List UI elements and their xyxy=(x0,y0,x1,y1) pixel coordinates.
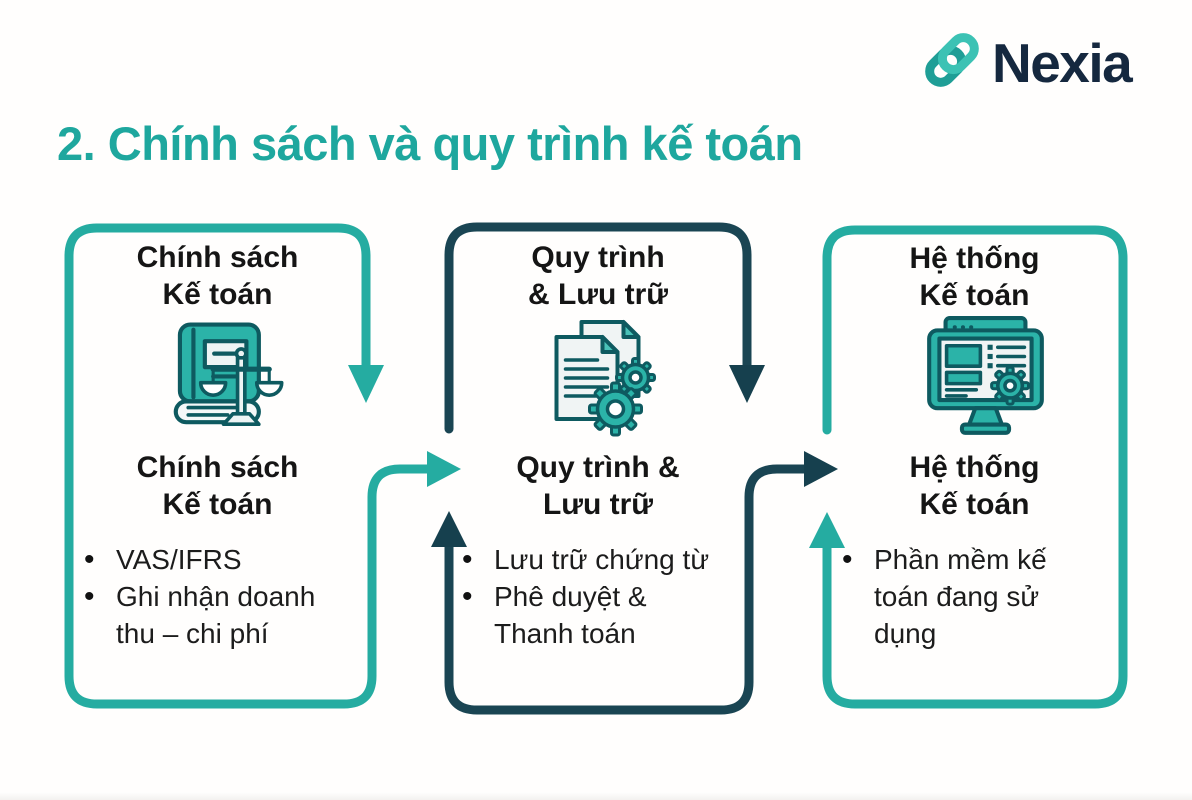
box3-header: Hệ thống Kế toán xyxy=(826,240,1123,314)
box1-header-line2: Kế toán xyxy=(162,278,273,311)
box1-header-line1: Chính sách xyxy=(136,241,299,274)
list-item: Ghi nhận doanh thu – chi phí xyxy=(82,578,344,652)
box3-outline-up-arrow-line xyxy=(822,225,1128,709)
list-item: Phần mềm kế toán đang sử dụng xyxy=(840,541,1080,652)
box1-header: Chính sách Kế toán xyxy=(69,239,366,313)
box3-subtitle-line1: Hệ thống xyxy=(909,451,1040,484)
box2-header-line2: & Lưu trữ xyxy=(527,278,669,311)
box3-header-line1: Hệ thống xyxy=(909,242,1040,275)
box1-top-border-down-arrow-line xyxy=(92,223,371,372)
box1-subtitle-line1: Chính sách xyxy=(136,451,299,484)
box1-bullet-list: VAS/IFRS Ghi nhận doanh thu – chi phí xyxy=(82,541,344,652)
list-item: VAS/IFRS xyxy=(82,541,344,578)
accounting-software-icon xyxy=(918,314,1053,447)
box2-subtitle-line1: Quy trình & xyxy=(516,451,680,484)
up-arrow-icon xyxy=(809,512,845,548)
up-arrow-icon xyxy=(431,511,467,547)
box1-outline-right-arrow-line xyxy=(64,223,434,709)
list-item: Phê duyệt & Thanh toán xyxy=(460,578,712,652)
box1-subtitle: Chính sách Kế toán xyxy=(69,449,366,523)
documents-gears-icon xyxy=(535,314,670,449)
box3-subtitle-line2: Kế toán xyxy=(919,488,1030,521)
box2-top-border-down-arrow-line xyxy=(444,222,752,434)
box2-bullet-list: Lưu trữ chứng từ Phê duyệt & Thanh toán xyxy=(460,541,712,652)
book-scale-icon xyxy=(155,310,290,450)
box2-subtitle: Quy trình & Lưu trữ xyxy=(449,449,747,523)
page-edge-shadow xyxy=(0,792,1192,800)
nexia-logo-icon xyxy=(920,28,984,97)
right-arrow-icon xyxy=(804,451,838,487)
box3-bullet-list: Phần mềm kế toán đang sử dụng xyxy=(840,541,1080,652)
page-title: 2. Chính sách và quy trình kế toán xyxy=(57,117,803,170)
box2-header: Quy trình & Lưu trữ xyxy=(449,239,747,313)
box2-outline-right-arrow-line xyxy=(444,464,811,715)
box2-subtitle-line2: Lưu trữ xyxy=(542,488,654,521)
box2-header-line1: Quy trình xyxy=(531,241,665,274)
right-arrow-icon xyxy=(427,451,461,487)
list-item: Lưu trữ chứng từ xyxy=(460,541,712,578)
down-arrow-icon xyxy=(348,365,384,403)
brand-name: Nexia xyxy=(992,31,1133,94)
box3-header-line2: Kế toán xyxy=(919,279,1030,312)
brand-logo: Nexia xyxy=(920,28,1133,97)
down-arrow-icon xyxy=(729,365,765,403)
box1-subtitle-line2: Kế toán xyxy=(162,488,273,521)
box3-subtitle: Hệ thống Kế toán xyxy=(826,449,1123,523)
